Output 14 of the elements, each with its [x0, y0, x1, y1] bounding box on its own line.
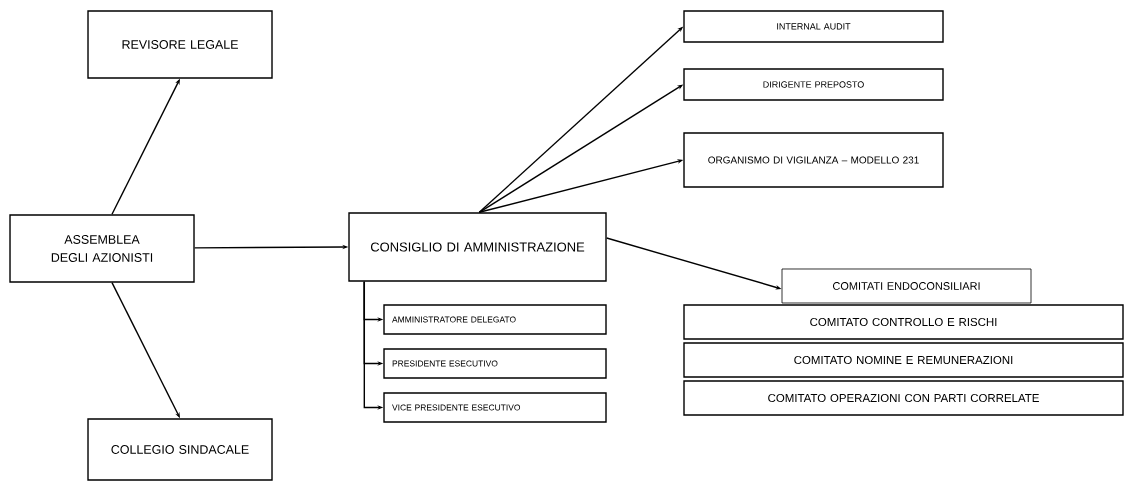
committee-box: COMITATO CONTROLLO E RISCHI [683, 304, 1124, 340]
org-box: DIRIGENTE PREPOSTO [683, 68, 944, 101]
sub-box: VICE PRESIDENTE ESECUTIVO [383, 392, 607, 423]
org-box: CONSIGLIO DI AMMINISTRAZIONE [348, 212, 607, 282]
org-box: INTERNAL AUDIT [683, 10, 944, 43]
org-box: COLLEGIO SINDACALE [87, 418, 273, 481]
committee-box: COMITATO NOMINE E REMUNERAZIONI [683, 342, 1124, 378]
org-box: COMITATI ENDOCONSILIARI [781, 268, 1032, 304]
committee-box: COMITATO OPERAZIONI CON PARTI CORRELATE [683, 380, 1124, 416]
org-box: ASSEMBLEA DEGLI AZIONISTI [9, 214, 195, 283]
org-box: ORGANISMO DI VIGILANZA – MODELLO 231 [683, 132, 944, 188]
sub-box: PRESIDENTE ESECUTIVO [383, 348, 607, 379]
sub-box: AMMINISTRATORE DELEGATO [383, 304, 607, 335]
org-box: REVISORE LEGALE [87, 10, 273, 79]
